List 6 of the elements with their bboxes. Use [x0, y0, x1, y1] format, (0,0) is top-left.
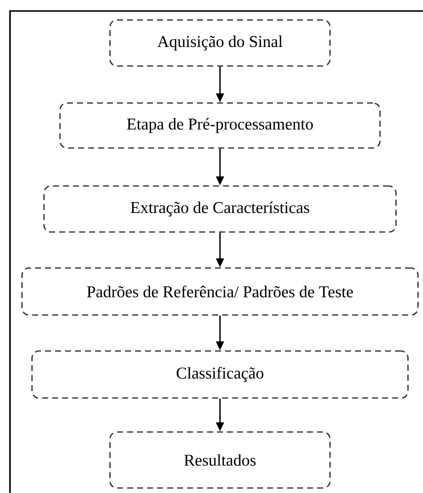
process-box: Aquisição do Sinal	[109, 19, 331, 67]
process-box: Padrões de Referência/ Padrões de Teste	[21, 267, 419, 316]
process-box: Extração de Características	[43, 185, 397, 233]
process-box: Resultados	[109, 431, 331, 489]
process-box: Classificação	[31, 350, 409, 399]
process-box: Etapa de Pré-processamento	[59, 102, 381, 149]
